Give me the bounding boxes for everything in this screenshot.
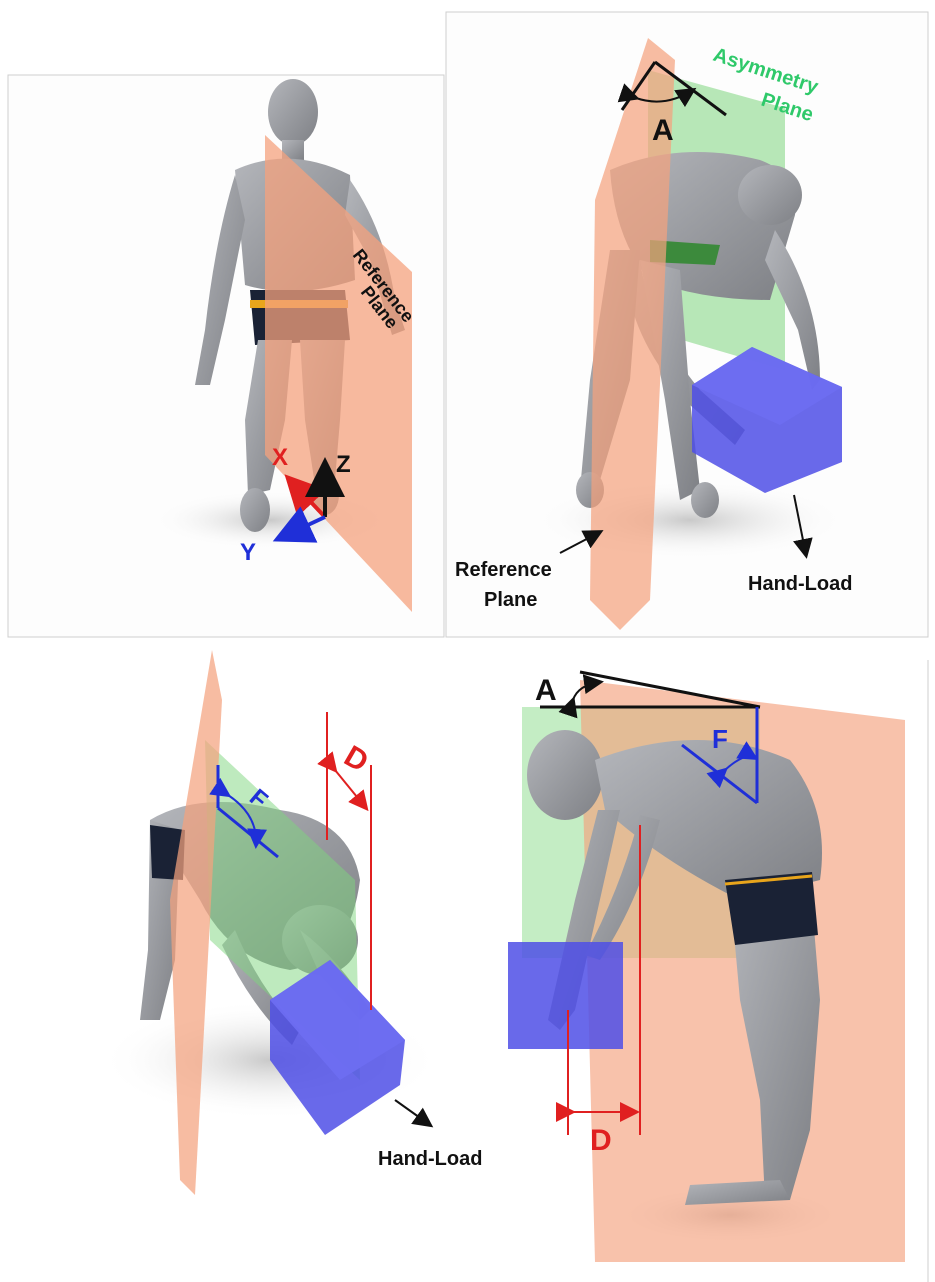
distance-arrow bbox=[335, 770, 366, 808]
panel-bottom-left: F D Hand-Load bbox=[100, 650, 482, 1195]
flexion-label: F bbox=[712, 724, 728, 754]
distance-label: D bbox=[339, 739, 374, 778]
angle-a-label: A bbox=[535, 674, 557, 707]
hand-load-pointer bbox=[395, 1100, 430, 1125]
hand-load-box bbox=[508, 942, 623, 1049]
hand-load-label: Hand-Load bbox=[378, 1148, 482, 1170]
reference-plane-label-line1: Reference bbox=[455, 559, 552, 581]
reference-plane-label-line2: Plane bbox=[484, 589, 537, 611]
panel-top-right: A Asymmetry Plane Reference Plane Hand-L… bbox=[446, 12, 928, 637]
y-axis-label: Y bbox=[240, 539, 256, 566]
panel-bottom-right: A F D bbox=[508, 660, 928, 1282]
z-axis-label: Z bbox=[336, 451, 351, 478]
angle-a-label: A bbox=[652, 114, 674, 147]
panel-top-left: Reference Plane X Z Y bbox=[8, 75, 444, 637]
hand-load-label: Hand-Load bbox=[748, 573, 852, 595]
distance-label: D bbox=[590, 1124, 612, 1157]
x-axis-label: X bbox=[272, 444, 288, 471]
